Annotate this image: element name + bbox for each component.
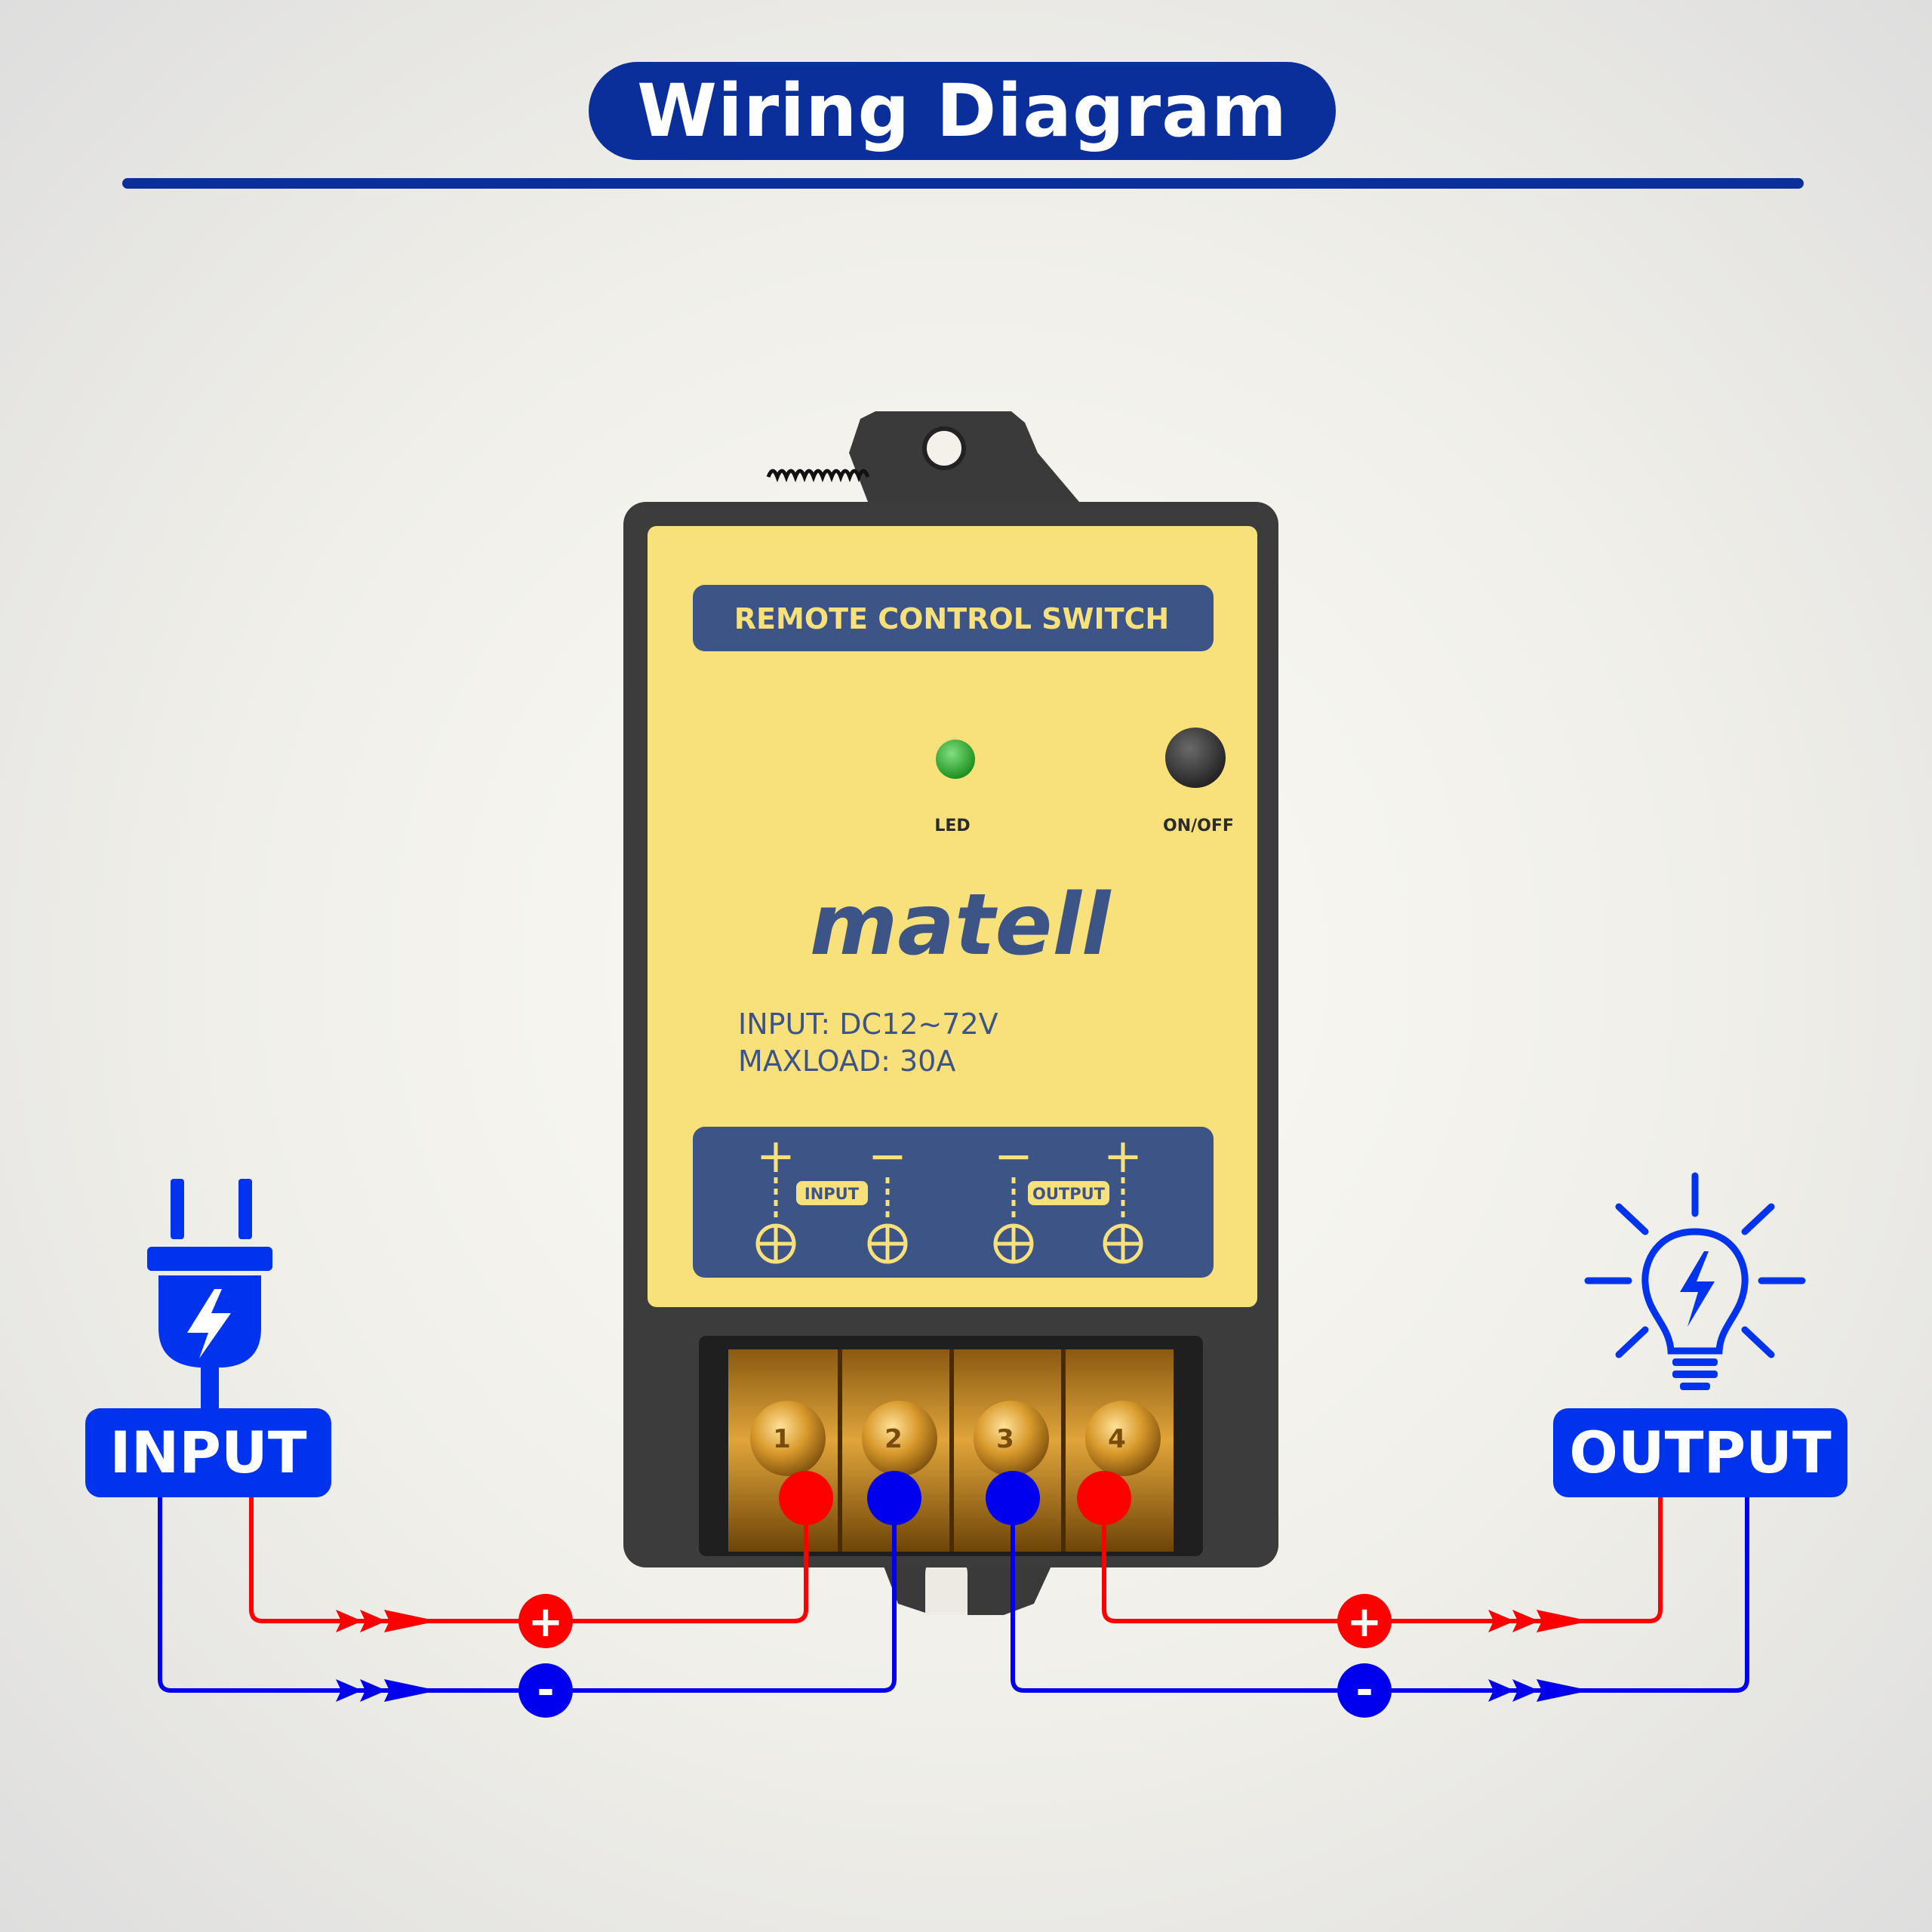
flow-arrows: [336, 1610, 1590, 1702]
spec-maxload-text: MAXLOAD: 30A: [738, 1044, 955, 1078]
output-positive-symbol: +: [1347, 1598, 1383, 1647]
input-positive-symbol: +: [528, 1598, 564, 1647]
brand-logo: matell: [810, 876, 1112, 974]
terminal-1-positive-dot: [779, 1471, 833, 1525]
terminal-2-negative-dot: [867, 1471, 921, 1525]
output-positive-arrows: [1488, 1610, 1590, 1632]
top-mounting-tab: [664, 411, 1079, 502]
device-name-label: REMOTE CONTROL SWITCH: [734, 602, 1169, 635]
polarity-markers: + - + -: [518, 1594, 1392, 1718]
legend-input-positive-sign: +: [756, 1128, 795, 1183]
title-divider: [122, 178, 1804, 189]
terminal-3-negative-dot: [986, 1471, 1040, 1525]
input-negative-marker: [518, 1663, 573, 1718]
input-positive-arrows: [336, 1610, 438, 1632]
on-off-label: ON/OFF: [1163, 817, 1234, 835]
device-faceplate: [648, 526, 1257, 1307]
terminal-screw-2: [862, 1401, 937, 1476]
legend-input-negative-sign: −: [868, 1128, 907, 1183]
input-positive-marker: [518, 1594, 573, 1648]
power-plug-icon: [147, 1179, 272, 1411]
terminal-number-1: 1: [773, 1424, 791, 1454]
input-negative-symbol: -: [537, 1666, 554, 1715]
terminal-screw-1: [750, 1401, 826, 1476]
legend-input-tag-box: [796, 1181, 868, 1205]
legend-output-positive-sign: +: [1103, 1128, 1143, 1183]
terminal-4-positive-dot: [1077, 1471, 1131, 1525]
legend-screw-icons: [755, 1223, 1143, 1264]
terminal-number-4: 4: [1108, 1424, 1126, 1454]
terminal-screws: [750, 1401, 1161, 1476]
antenna-icon: [766, 469, 870, 483]
terminal-screw-3: [974, 1401, 1049, 1476]
legend-output-tag: OUTPUT: [1032, 1185, 1106, 1203]
terminal-dividers: [838, 1349, 1066, 1552]
legend-dotted-leads: [774, 1177, 1125, 1219]
on-off-button[interactable]: [1165, 728, 1226, 788]
legend-input-tag: INPUT: [804, 1185, 860, 1203]
light-bulb-icon: [1584, 1172, 1806, 1390]
mounting-hole-top: [922, 426, 966, 470]
output-negative-marker: [1337, 1663, 1392, 1718]
status-led: [936, 740, 975, 779]
input-negative-arrows: [336, 1679, 438, 1702]
output-label-box: OUTPUT: [1553, 1408, 1847, 1497]
terminal-number-2: 2: [884, 1424, 903, 1454]
output-label: OUTPUT: [1569, 1419, 1832, 1486]
spec-input-text: INPUT: DC12~72V: [738, 1008, 998, 1041]
legend-output-negative-sign: −: [994, 1128, 1033, 1183]
input-label-box: INPUT: [85, 1408, 331, 1497]
device-name-plate: [693, 585, 1214, 651]
remote-switch-device: REMOTE CONTROL SWITCH LED ON/OFF matell …: [623, 411, 1278, 1615]
output-negative-arrows: [1488, 1679, 1590, 1702]
terminal-legend-panel: [693, 1127, 1214, 1278]
led-label: LED: [934, 817, 970, 835]
mounting-slot-bottom: [925, 1562, 968, 1615]
output-positive-marker: [1337, 1594, 1392, 1648]
input-label: INPUT: [109, 1419, 307, 1486]
title-banner: Wiring Diagram: [589, 62, 1336, 160]
legend-output-tag-box: [1028, 1181, 1109, 1205]
terminal-connection-dots: [779, 1471, 1131, 1525]
page-title: Wiring Diagram: [637, 69, 1287, 153]
terminal-screw-4: [1085, 1401, 1161, 1476]
output-negative-symbol: -: [1355, 1666, 1373, 1715]
terminal-number-3: 3: [996, 1424, 1014, 1454]
